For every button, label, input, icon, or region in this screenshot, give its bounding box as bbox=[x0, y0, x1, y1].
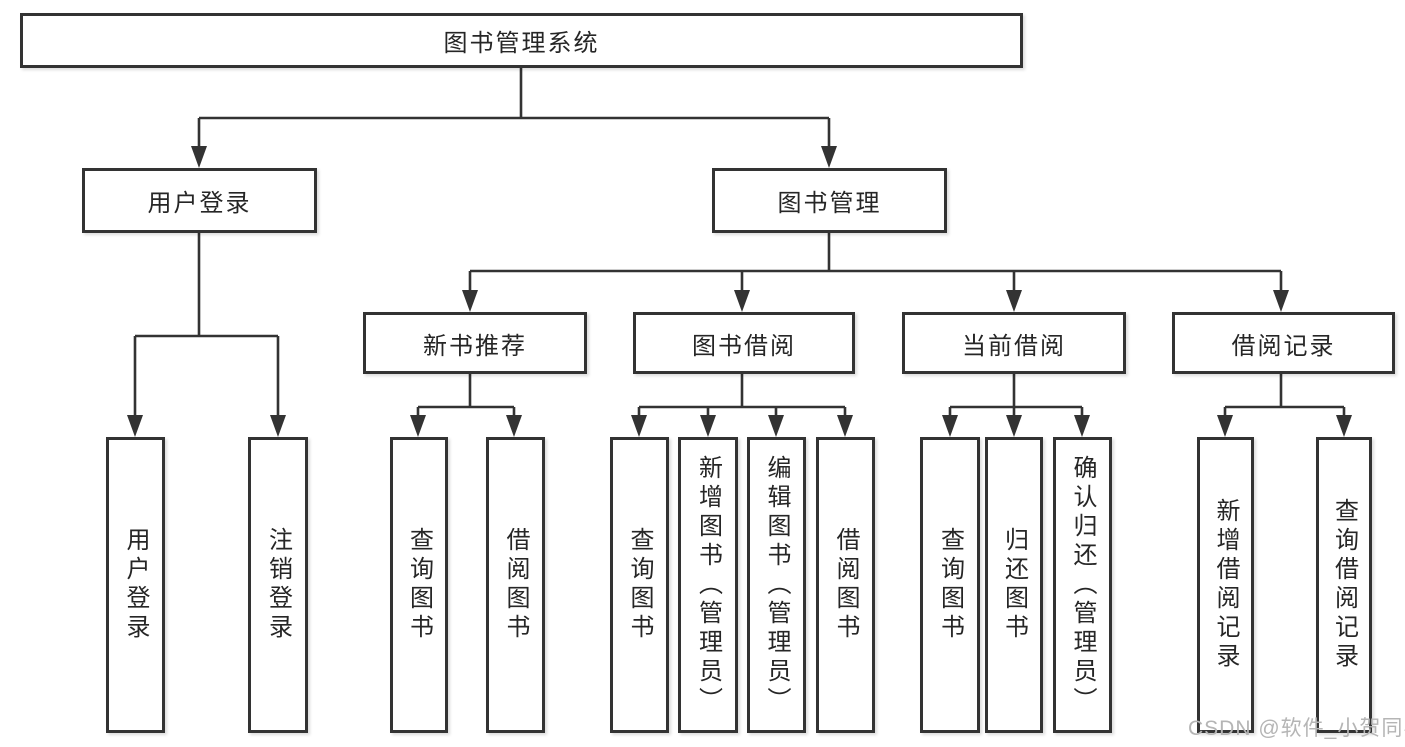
node-borrowing-records-label: 借阅记录 bbox=[1231, 332, 1336, 360]
leaf-user-login-label: 用户登录 bbox=[122, 527, 149, 643]
leaf-borrow-borrow-books: 借阅图书 bbox=[816, 437, 875, 733]
leaf-records-add-record-label: 新增借阅记录 bbox=[1212, 498, 1239, 672]
leaf-borrow-borrow-books-label: 借阅图书 bbox=[832, 527, 859, 643]
node-new-book-recommend: 新书推荐 bbox=[363, 312, 587, 374]
node-book-borrowing: 图书借阅 bbox=[633, 312, 855, 374]
node-book-management: 图书管理 bbox=[712, 168, 947, 233]
leaf-borrow-query-books: 查询图书 bbox=[610, 437, 669, 733]
leaf-borrow-query-books-label: 查询图书 bbox=[626, 527, 653, 643]
leaf-newrec-query-books-label: 查询图书 bbox=[405, 527, 433, 643]
node-current-borrowing-label: 当前借阅 bbox=[962, 332, 1066, 360]
node-library-system-label: 图书管理系统 bbox=[443, 30, 600, 57]
leaf-newrec-query-books: 查询图书 bbox=[390, 437, 448, 733]
leaf-current-confirm-return-admin-label: 确认归还（管理员） bbox=[1069, 454, 1096, 716]
node-new-book-recommend-label: 新书推荐 bbox=[423, 332, 527, 360]
leaf-borrow-add-books-admin-label: 新增图书（管理员） bbox=[694, 454, 722, 716]
leaf-current-query-books: 查询图书 bbox=[920, 437, 980, 733]
leaf-logout: 注销登录 bbox=[248, 437, 308, 733]
node-library-system: 图书管理系统 bbox=[20, 13, 1023, 68]
leaf-borrow-add-books-admin: 新增图书（管理员） bbox=[678, 437, 738, 733]
node-book-management-label: 图书管理 bbox=[777, 190, 882, 217]
watermark: CSDN @软件_小贺同学 bbox=[1188, 717, 1405, 740]
leaf-logout-label: 注销登录 bbox=[264, 527, 292, 643]
leaf-newrec-borrow-books: 借阅图书 bbox=[486, 437, 545, 733]
leaf-current-return-books-label: 归还图书 bbox=[1000, 527, 1028, 643]
leaf-records-add-record: 新增借阅记录 bbox=[1197, 437, 1254, 733]
leaf-current-confirm-return-admin: 确认归还（管理员） bbox=[1053, 437, 1112, 733]
leaf-borrow-edit-books-admin-label: 编辑图书（管理员） bbox=[763, 454, 790, 716]
node-user-login-label: 用户登录 bbox=[147, 190, 252, 217]
leaf-records-query-record: 查询借阅记录 bbox=[1316, 437, 1372, 733]
leaf-borrow-edit-books-admin: 编辑图书（管理员） bbox=[747, 437, 806, 733]
node-book-borrowing-label: 图书借阅 bbox=[692, 332, 796, 360]
leaf-user-login: 用户登录 bbox=[106, 437, 165, 733]
leaf-newrec-borrow-books-label: 借阅图书 bbox=[502, 527, 529, 643]
leaf-records-query-record-label: 查询借阅记录 bbox=[1330, 498, 1358, 672]
node-user-login: 用户登录 bbox=[82, 168, 317, 233]
leaf-current-return-books: 归还图书 bbox=[985, 437, 1043, 733]
node-current-borrowing: 当前借阅 bbox=[902, 312, 1126, 374]
node-borrowing-records: 借阅记录 bbox=[1172, 312, 1395, 374]
leaf-current-query-books-label: 查询图书 bbox=[936, 527, 964, 643]
